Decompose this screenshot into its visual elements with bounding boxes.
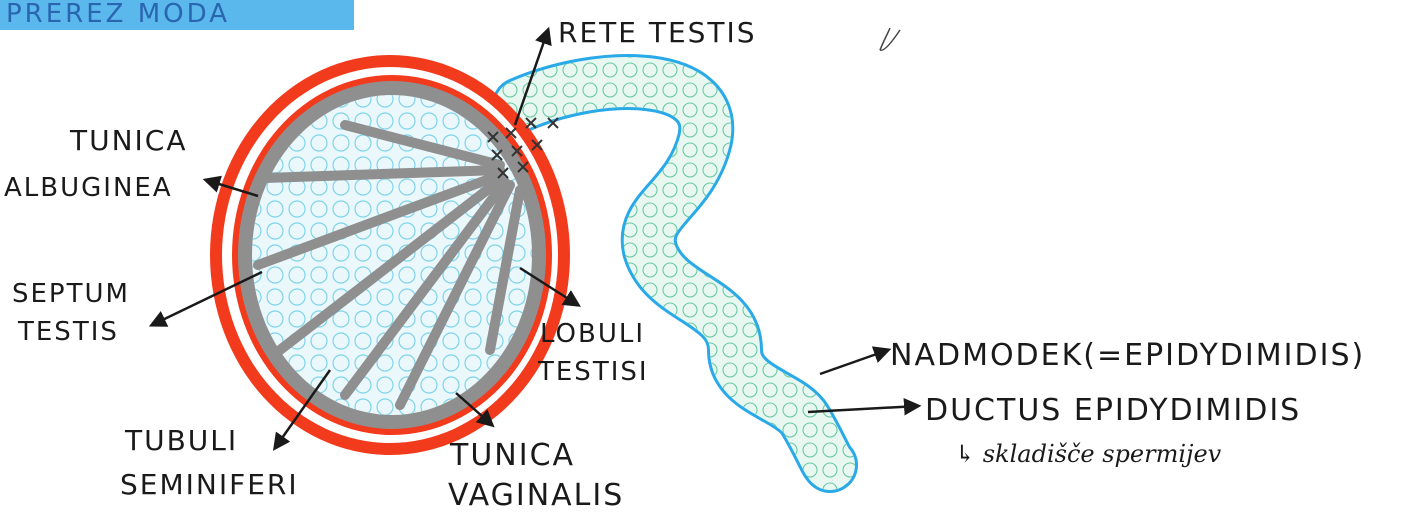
label-tunica-vaginalis-line1: TUNICA [449, 438, 575, 473]
pen-mark [880, 28, 900, 50]
label-tunica-albuginea-line2: ALBUGINEA [4, 173, 173, 203]
label-tunica-vaginalis-line2: VAGINALIS [448, 478, 624, 513]
arrow-nadmodek [820, 350, 888, 374]
label-lobuli-testis-line1: LOBULI [540, 319, 645, 349]
label-tubuli-seminiferi-line1: TUBULI [124, 424, 238, 457]
label-ductus-epididymidis: DUCTUS EPIDYDIMIDIS [925, 393, 1301, 428]
label-rete-testis: RETE TESTIS [558, 16, 757, 49]
page-title: PREREZ MODA [6, 0, 230, 29]
label-septum-testis-line2: TESTIS [17, 317, 119, 347]
label-skladisce-spermijev: ↳ skladišče spermijev [955, 440, 1222, 468]
label-nadmodek: NADMODEK(=EPIDYDIMIDIS) [890, 338, 1365, 373]
label-tubuli-seminiferi-line2: SEMINIFERI [120, 468, 299, 501]
label-tunica-albuginea-line1: TUNICA [69, 124, 188, 157]
title-block: PREREZ MODA [0, 0, 354, 30]
label-lobuli-testis-line2: TESTISI [537, 357, 649, 387]
label-septum-testis-line1: SEPTUM [12, 279, 130, 309]
testis [210, 55, 570, 455]
